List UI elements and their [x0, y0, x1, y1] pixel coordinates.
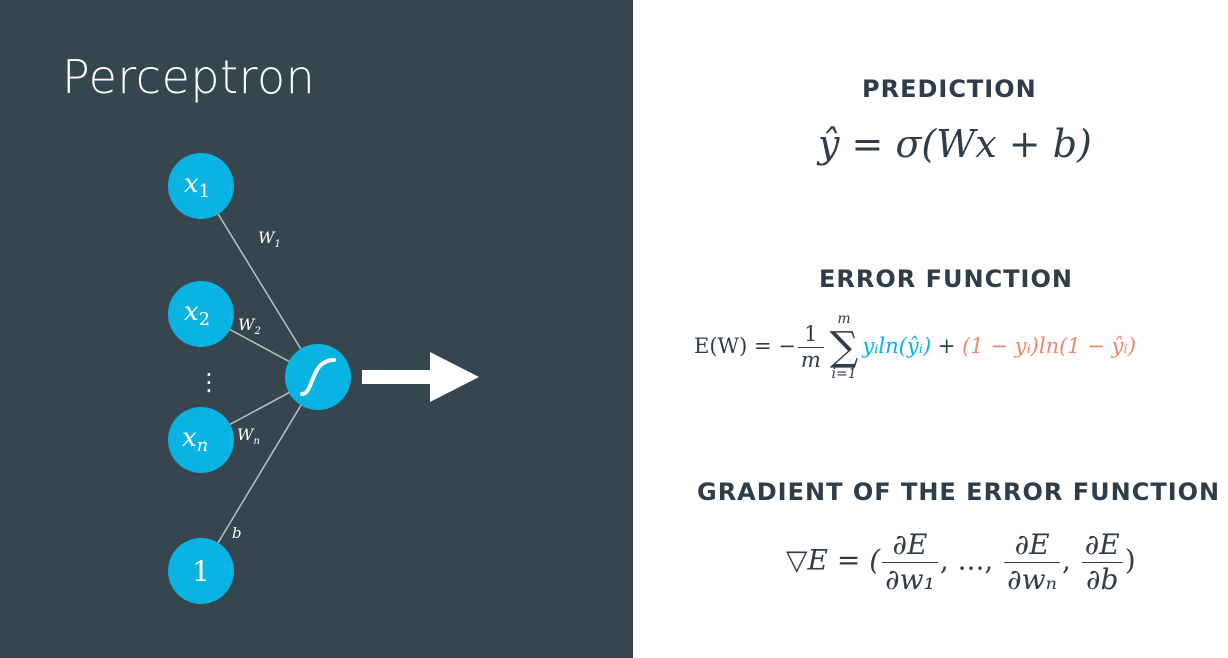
edge-x1: [200, 185, 319, 378]
node-x2-label: x2: [184, 297, 210, 330]
node-xn: [168, 407, 234, 473]
error-lhs: E(W) = −: [694, 333, 796, 358]
sigmoid-icon: [300, 358, 336, 396]
prediction-heading: PREDICTION: [862, 75, 1037, 103]
perceptron-diagram: W1 W2 Wn b x1 x2 ⋮ xn 1: [168, 153, 479, 604]
node-x1-label: x1: [184, 169, 210, 202]
summation: m∑i=1: [829, 311, 859, 383]
error-function-heading: ERROR FUNCTION: [819, 265, 1073, 293]
prediction-formula: ŷ = σ(Wx + b): [818, 122, 1092, 166]
sigmoid-node: [285, 344, 351, 410]
node-bias: [168, 538, 234, 604]
error-term-blue: yᵢln(ŷᵢ): [862, 333, 932, 358]
fraction-dE-dwn: ∂E∂wₙ: [1004, 528, 1060, 596]
panel-title: Perceptron: [62, 50, 316, 104]
gradient-formula: ▽E = (∂E∂w₁, ..., ∂E∂wₙ, ∂E∂b): [786, 528, 1136, 596]
node-bias-label: 1: [192, 555, 210, 588]
arrow-right-icon: [362, 352, 479, 402]
vertical-dots: ⋮: [197, 368, 221, 396]
gradient-sep-2: ,: [1061, 543, 1080, 577]
edge-label-wn: Wn: [237, 425, 260, 447]
edge-label-w1: W1: [258, 228, 281, 250]
node-x2: [168, 281, 234, 347]
node-x1: [168, 153, 234, 219]
gradient-sep-1: , ...,: [939, 543, 1003, 577]
node-xn-label: xn: [182, 423, 208, 456]
fraction-dE-db: ∂E∂b: [1081, 528, 1123, 596]
edge-bias: [200, 376, 319, 572]
fraction-dE-dw1: ∂E∂w₁: [882, 528, 938, 596]
perceptron-panel: [0, 0, 633, 658]
error-term-red: (1 − yᵢ)ln(1 − ŷᵢ): [962, 333, 1136, 358]
edge-label-b: b: [232, 524, 242, 542]
edge-label-w2: W2: [238, 315, 261, 337]
error-plus: +: [931, 333, 963, 358]
gradient-close: ): [1124, 543, 1136, 577]
gradient-lhs: ▽E = (: [786, 543, 881, 577]
gradient-heading: GRADIENT OF THE ERROR FUNCTION: [697, 478, 1221, 506]
